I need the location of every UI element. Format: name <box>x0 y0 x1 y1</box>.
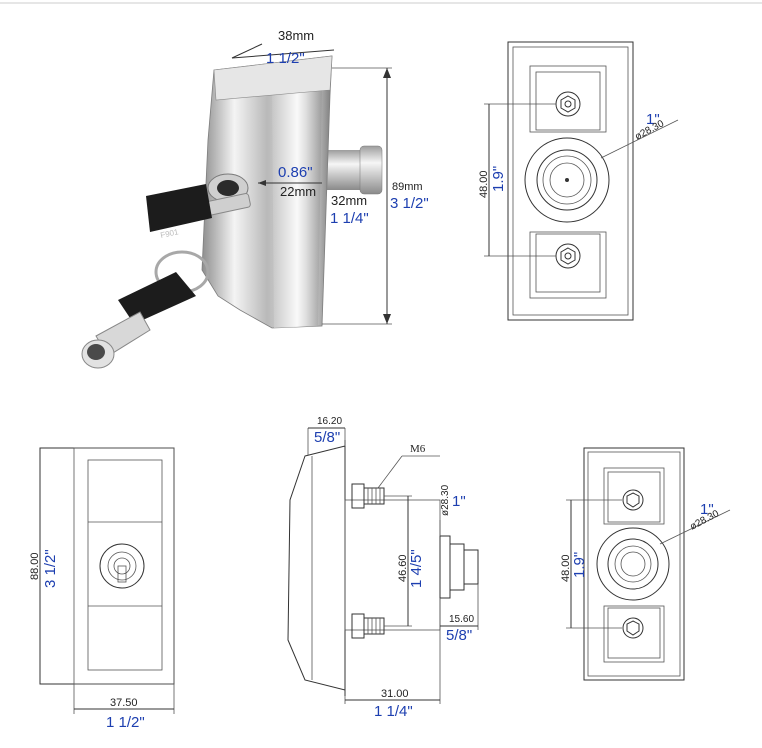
key-back <box>81 272 196 369</box>
keyway <box>217 180 239 196</box>
back2-plate-outline <box>583 447 685 681</box>
front-height-mm-label: 88.00 <box>29 552 41 580</box>
side-depth-in-label: 5/8" <box>314 429 340 446</box>
back2-spacing-mm-label: 48.00 <box>560 554 572 582</box>
spacing-in-label: 1.9" <box>490 166 507 192</box>
side-hole-mm-label: ø28.30 <box>440 484 451 516</box>
front-lock-cylinder <box>99 543 145 589</box>
shaft-nut <box>359 145 383 195</box>
height-mm-label: 89mm <box>392 181 423 193</box>
side-lower-stud-nut <box>351 613 365 639</box>
front-view: 88.00 3 1/2" 37.50 1 1/2" <box>29 447 175 731</box>
width-mm-label: 38mm <box>278 28 314 43</box>
back2-lower-recess <box>603 605 665 663</box>
side-shaft-end <box>463 549 479 585</box>
cylinder-in-label: 0.86" <box>278 164 313 181</box>
back2-upper-stud <box>622 489 644 511</box>
hole-in-label: 1" <box>646 111 660 128</box>
width-dim-line <box>231 49 335 59</box>
handle-top <box>213 55 333 101</box>
back2-hole-in-label: 1" <box>700 501 714 518</box>
back2-center-boss <box>607 538 659 590</box>
thread-label: M6 <box>410 443 426 455</box>
width-in-label: 1 1/2" <box>266 50 305 67</box>
side-shaft-in-label: 5/8" <box>446 627 472 644</box>
side-total-in-label: 1 1/4" <box>374 703 413 720</box>
side-shaft-mm-label: 15.60 <box>449 614 474 625</box>
front-outline <box>39 447 175 685</box>
side-total-mm-label: 31.00 <box>381 688 409 700</box>
side-lower-stud <box>363 617 385 635</box>
shaft-mm-label: 32mm <box>331 193 367 208</box>
side-upper-stud <box>363 487 385 505</box>
back-view-top: 48.00 1.9" 1" ø28.30 <box>478 41 679 321</box>
back-plate-outline <box>507 41 634 321</box>
back2-lower-stud <box>622 617 644 639</box>
center-boss <box>536 149 598 211</box>
upper-recess <box>529 65 607 133</box>
back2-center-boss-outer <box>596 527 670 601</box>
side-handle-profile <box>287 445 346 691</box>
side-hole-in-label: 1" <box>452 493 466 510</box>
front-width-in-label: 1 1/2" <box>106 714 145 731</box>
back-view-bottom: 48.00 1.9" 1" ø28.30 <box>560 447 731 681</box>
svg-text:F901: F901 <box>160 227 180 240</box>
side-flange <box>439 535 451 599</box>
shaft-in-label: 1 1/4" <box>330 210 369 227</box>
spacing-mm-label: 48.00 <box>478 170 490 198</box>
side-view: 16.20 5/8" M6 ø28.30 1" 46.60 1 4/5" 15.… <box>287 416 479 720</box>
side-spacing-in-label: 1 4/5" <box>408 549 425 588</box>
width-dim-tick-left <box>231 43 263 59</box>
front-height-in-label: 3 1/2" <box>42 549 59 588</box>
back2-spacing-in-label: 1.9" <box>571 552 588 578</box>
side-spacing-mm-label: 46.60 <box>397 554 409 582</box>
handle-face <box>272 84 322 328</box>
side-upper-stud-nut <box>351 483 365 509</box>
front-width-mm-label: 37.50 <box>110 697 138 709</box>
height-in-label: 3 1/2" <box>390 195 429 212</box>
key-front: F901 <box>146 184 251 240</box>
side-nut <box>449 543 465 591</box>
side-depth-mm-label: 16.20 <box>317 416 342 427</box>
lower-recess <box>529 231 607 299</box>
front-panel <box>87 459 163 671</box>
product-photo: F901 38mm 1 1/2" 89mm 3 1/2" 0.86" 22mm … <box>81 28 429 369</box>
back2-upper-recess <box>603 467 665 525</box>
side-body <box>344 499 441 631</box>
cylinder-mm-label: 22mm <box>280 184 316 199</box>
hole-leader <box>600 119 679 159</box>
center-boss-outer <box>524 137 610 223</box>
